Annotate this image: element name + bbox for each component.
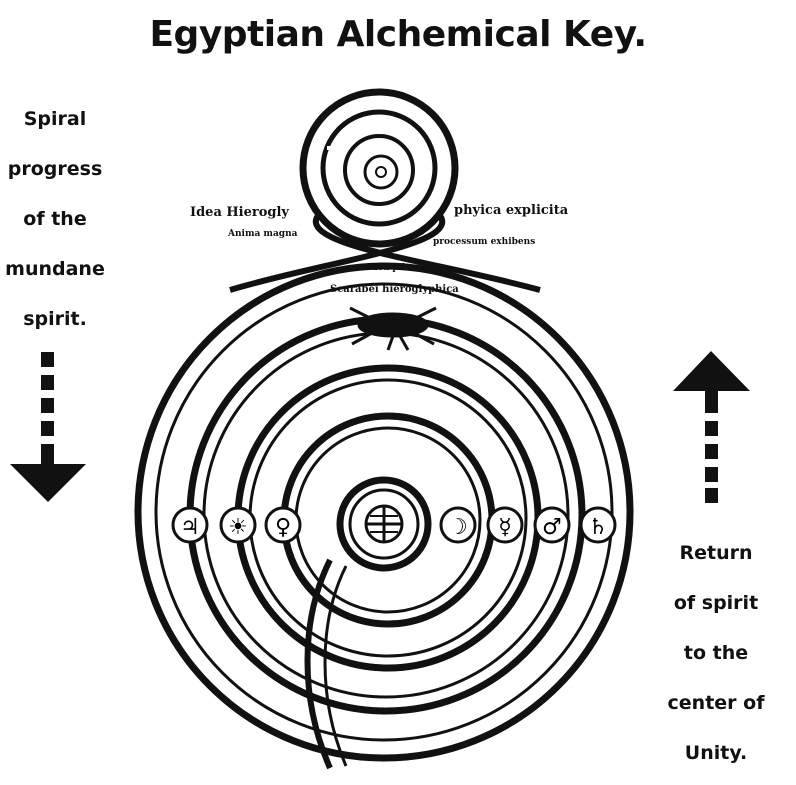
right-caption-line: Unity. [684, 742, 748, 764]
svg-text:☿: ☿ [498, 515, 512, 540]
left-caption-line: Spiral [23, 108, 87, 130]
mercury-icon: ☿ [486, 506, 524, 544]
up-arrow-icon [673, 351, 750, 503]
svg-text:♃: ♃ [180, 515, 200, 540]
left-caption-line: spirit. [23, 308, 87, 330]
right-caption-line: to the [683, 642, 749, 664]
mars-icon: ♂ [533, 506, 571, 544]
left-caption-line: progress [7, 158, 103, 180]
svg-text:☀: ☀ [228, 515, 248, 540]
left-caption: Spiral progress of the mundane spirit. [0, 94, 110, 344]
upper-spiral [229, 88, 541, 293]
venus-icon: ♀ [264, 506, 302, 544]
svg-text:♂: ♂ [542, 515, 562, 540]
svg-text:☽: ☽ [448, 515, 468, 540]
planet-symbols: ♃ ☀ ♀ ☽ ☿ ♂ ♄ [171, 506, 617, 544]
moon-icon: ☽ [439, 506, 477, 544]
right-caption-line: of spirit [673, 592, 759, 614]
left-caption-line: of the [23, 208, 87, 230]
label-processum-exhibens: processum exhibens [433, 237, 535, 247]
center-earth-icon [364, 504, 404, 544]
svg-text:♄: ♄ [588, 515, 608, 540]
right-caption-line: center of [667, 692, 765, 714]
label-anima-magna: Anima magna [227, 229, 298, 239]
right-caption-line: Return [679, 542, 753, 564]
left-caption-line: mundane [5, 258, 105, 280]
down-arrow-icon [10, 352, 86, 502]
scarab-icon [349, 306, 437, 351]
saturn-icon: ♄ [579, 506, 617, 544]
label-idea-pila: Idea pila [367, 263, 411, 273]
jupiter-icon: ♃ [171, 506, 209, 544]
right-caption: Return of spirit to the center of Unity. [660, 528, 772, 778]
page-title: Egyptian Alchemical Key. [149, 14, 647, 55]
label-physica-explicita: phyica explicita [454, 203, 569, 218]
label-scarabei: Scarabei hieroglyphica [330, 284, 459, 295]
sun-icon: ☀ [219, 506, 257, 544]
svg-text:♀: ♀ [275, 515, 291, 540]
label-idea-hierogly: Idea Hierogly [190, 205, 289, 220]
